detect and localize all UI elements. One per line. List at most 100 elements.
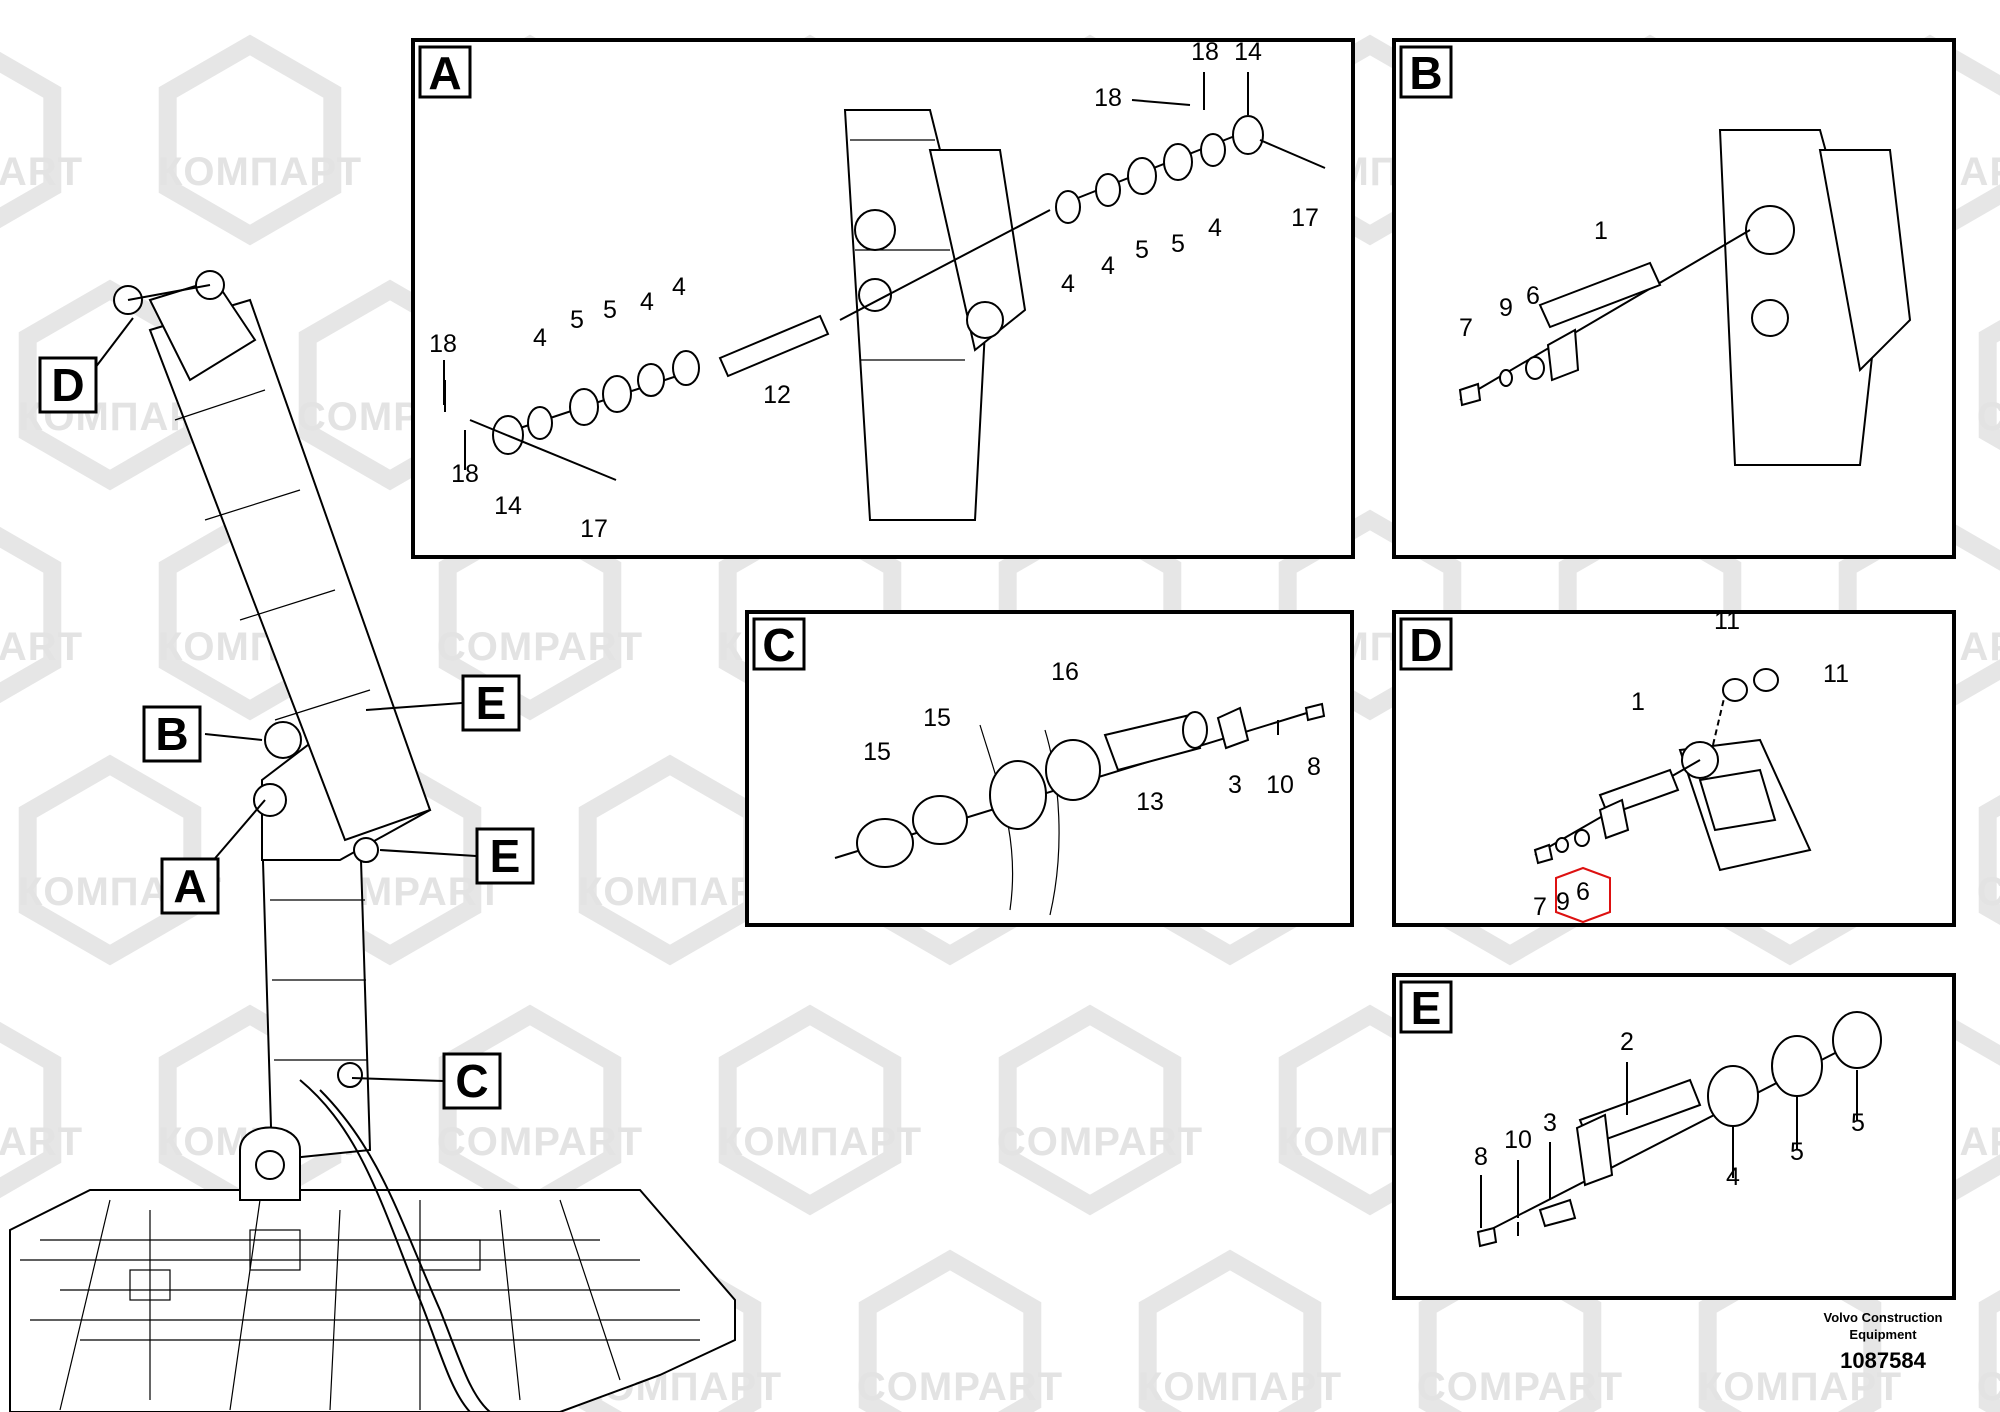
callout-part-number: 1: [1594, 217, 1608, 245]
callout-part-number: 15: [863, 738, 891, 766]
overview-label-boxes: D B E A E C: [38, 356, 535, 1110]
callout-part-number: 5: [1790, 1138, 1804, 1166]
watermark-tile: COMPART: [0, 1021, 83, 1199]
callout-part-number: 12: [763, 381, 791, 409]
callout-part-number: 8: [1307, 753, 1321, 781]
watermark-text: COMPART: [437, 625, 643, 669]
callout-part-number: 8: [1474, 1143, 1488, 1171]
overview-label-d: D: [38, 356, 98, 414]
overview-letter: D: [51, 359, 84, 411]
callout-part-number: 13: [1136, 788, 1164, 816]
watermark-tile: КОМПАРТ: [158, 34, 361, 246]
callout-part-number: 6: [1576, 878, 1590, 906]
panel-c-label: C: [752, 617, 806, 671]
watermark-text: COMPART: [0, 1120, 83, 1164]
callout-part-number: 5: [1171, 230, 1185, 258]
callout-part-number: 18: [1094, 84, 1122, 112]
callout-part-number: 5: [603, 296, 617, 324]
callout-part-number: 9: [1499, 294, 1513, 322]
callout-part-number: 15: [923, 704, 951, 732]
panel-d-label: D: [1399, 617, 1453, 671]
overview-letter: B: [155, 708, 188, 760]
watermark-tile: COMPART: [437, 509, 643, 721]
watermark-tile: COMPART: [437, 1004, 643, 1216]
watermark-text: КОМПАРТ: [1698, 1365, 1902, 1409]
panel-letter: D: [1409, 619, 1442, 671]
watermark-text: COMPART: [1977, 870, 2000, 914]
panel-letter: C: [762, 619, 795, 671]
callout-part-number: 4: [1726, 1163, 1740, 1191]
watermark-text: КОМПАРТ: [1138, 1365, 1342, 1409]
watermark-text: COMPART: [1977, 1365, 2000, 1409]
panel-letter: A: [428, 47, 461, 99]
callout-part-number: 4: [1061, 270, 1075, 298]
callout-part-number: 14: [494, 492, 522, 520]
callout-part-number: 4: [672, 273, 686, 301]
callout-part-number: 4: [640, 288, 654, 316]
watermark-tile: КОМПАРТ: [1698, 1249, 1902, 1412]
callout-part-number: 3: [1228, 771, 1242, 799]
callout-part-number: 6: [1526, 282, 1540, 310]
watermark-tile: КОМПАРТ: [718, 1004, 922, 1216]
callout-part-number: 4: [533, 324, 547, 352]
watermark-tile: COMPART: [857, 1249, 1063, 1412]
panel-a-drawing: [443, 72, 1326, 521]
callout-part-number: 2: [1620, 1028, 1634, 1056]
overview-label-c: C: [442, 1052, 502, 1110]
overview-letter: C: [455, 1055, 488, 1107]
watermark-tile: COMPART: [1417, 1249, 1623, 1412]
overview-label-e: E: [475, 827, 535, 885]
panel-e-label: E: [1399, 980, 1453, 1034]
overview-letter: E: [476, 677, 507, 729]
watermark-tile: COMPART: [0, 526, 83, 704]
panel-e-drawing: [1476, 1011, 1882, 1248]
watermark-tile: COMPART: [997, 1004, 1203, 1216]
callout-part-number: 5: [1851, 1109, 1865, 1137]
callout-part-number: 16: [1051, 658, 1079, 686]
callout-part-number: 5: [1135, 236, 1149, 264]
panel-b-label: B: [1399, 45, 1453, 99]
watermark-text: COMPART: [1417, 1365, 1623, 1409]
callout-part-number: 17: [580, 515, 608, 543]
panel-d-frame: [1392, 610, 1956, 927]
watermark-text: COMPART: [1977, 395, 2000, 439]
panel-c-drawing: [834, 702, 1326, 916]
panel-d-drawing: [1533, 668, 1812, 924]
callout-part-number: 17: [1291, 204, 1319, 232]
watermark-text: COMPART: [997, 1120, 1203, 1164]
caption-company: Volvo Construction: [1824, 1310, 1943, 1325]
boom-overview-drawing: [9, 270, 736, 1412]
watermark-text: COMPART: [857, 1365, 1063, 1409]
callout-part-number: 7: [1459, 314, 1473, 342]
panel-label-boxes: A B C D E: [418, 45, 1453, 1034]
callout-part-number: 7: [1533, 893, 1547, 921]
panel-letter: E: [1411, 982, 1442, 1034]
callout-part-number: 4: [1208, 214, 1222, 242]
callout-part-number: 9: [1556, 888, 1570, 916]
panel-letter: B: [1409, 47, 1442, 99]
callout-part-number: 10: [1266, 771, 1294, 799]
watermark-text: COMPART: [437, 1120, 643, 1164]
callout-part-number: 1: [1631, 688, 1645, 716]
overview-label-a: A: [160, 857, 220, 915]
callout-part-number: 14: [1234, 38, 1262, 66]
caption-drawing-number: 1087584: [1840, 1348, 1926, 1373]
callout-part-number: 3: [1543, 1109, 1557, 1137]
drawing-caption: Volvo Construction Equipment 1087584: [1824, 1310, 1943, 1373]
watermark-text: КОМПАРТ: [718, 1120, 922, 1164]
callout-part-number: 18: [429, 330, 457, 358]
watermark-tile: КОМПАРТ: [1138, 1249, 1342, 1412]
overview-label-b: B: [142, 705, 202, 763]
watermark-text: COMPART: [0, 625, 83, 669]
watermark-tile: COMPART: [1977, 1290, 2000, 1412]
callout-part-number: 18: [451, 460, 479, 488]
overview-label-e: E: [461, 674, 521, 732]
overview-letter: A: [173, 860, 206, 912]
watermark-tile: COMPART: [1977, 320, 2000, 450]
overview-letter: E: [490, 830, 521, 882]
watermark-text: COMPART: [0, 150, 83, 194]
callout-part-number: 5: [570, 306, 584, 334]
panel-a-label: A: [418, 45, 472, 99]
